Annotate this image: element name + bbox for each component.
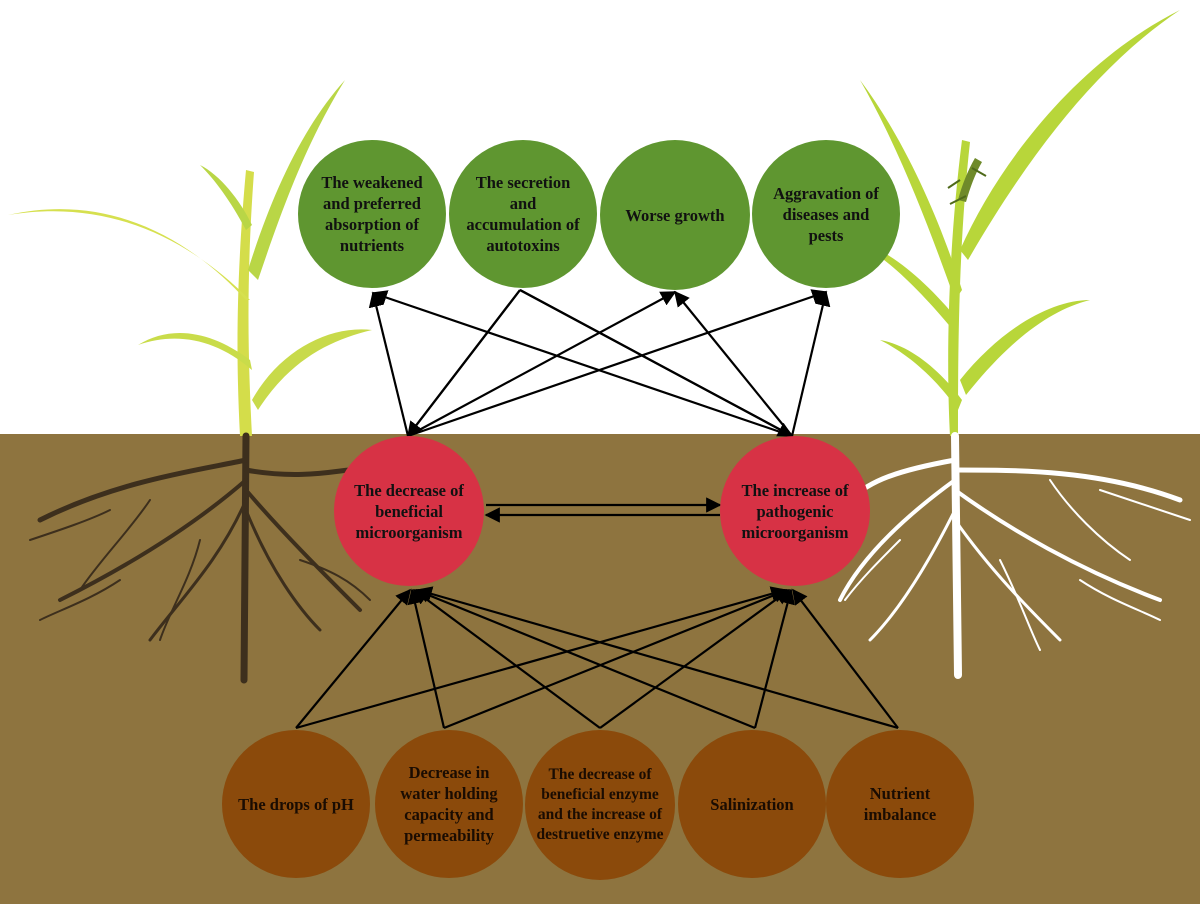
effect-label: The weakened and preferred absorption of… (321, 173, 423, 255)
arrow (407, 588, 446, 729)
arrow (412, 589, 601, 729)
arrow (371, 290, 793, 438)
microbe-arrows (484, 497, 722, 523)
factor-label: The decrease of beneficial enzyme and th… (536, 766, 664, 843)
left-plant-icon (8, 80, 372, 436)
arrow (674, 290, 793, 437)
arrow (295, 586, 787, 730)
effect-node-pests: Aggravation of diseases and pests (752, 140, 900, 288)
factor-node-water: Decrease in water holding capacity and p… (375, 730, 523, 878)
arrow (368, 291, 410, 437)
factor-arrows (295, 586, 899, 730)
microbe-node-pathogenic: The increase of pathogenic microorganism (720, 436, 870, 586)
arrow (753, 588, 795, 729)
dark-root-system-icon (29, 432, 371, 684)
microbe-node-beneficial: The decrease of beneficial microorganism (334, 436, 484, 586)
arrow (519, 289, 794, 437)
arrow (790, 290, 831, 437)
arrow (599, 589, 791, 729)
factor-label: Decrease in water holding capacity and p… (400, 763, 498, 845)
right-plant-icon (850, 10, 1180, 436)
factor-node-salinization: Salinization (678, 730, 826, 878)
factor-label: Nutrient imbalance (863, 784, 937, 824)
factor-label: The drops of pH (238, 794, 354, 814)
factor-node-nutrient: Nutrient imbalance (826, 730, 974, 878)
microbe-label: The decrease of beneficial microorganism (354, 480, 464, 542)
arrow (416, 586, 899, 730)
effect-arrows (368, 289, 831, 438)
arrow (792, 588, 899, 729)
microbe-label: The increase of pathogenic microorganism (741, 480, 849, 542)
effect-label: Worse growth (625, 205, 725, 225)
arrow (295, 588, 411, 729)
arrow (407, 289, 521, 438)
arrow (407, 291, 677, 437)
effect-label: Aggravation of diseases and pests (773, 183, 879, 245)
effect-label: The secretion and accumulation of autoto… (466, 173, 580, 255)
arrow (414, 588, 756, 730)
arrow (443, 588, 789, 730)
factor-node-enzyme: The decrease of beneficial enzyme and th… (525, 730, 675, 880)
factor-node-ph: The drops of pH (222, 730, 370, 878)
arrow (407, 289, 828, 438)
effect-node-autotoxins: The secretion and accumulation of autoto… (449, 140, 597, 288)
effect-node-absorption: The weakened and preferred absorption of… (298, 140, 446, 288)
grasshopper-icon (947, 158, 987, 205)
effect-node-growth: Worse growth (600, 140, 750, 290)
factor-label: Salinization (710, 794, 794, 814)
